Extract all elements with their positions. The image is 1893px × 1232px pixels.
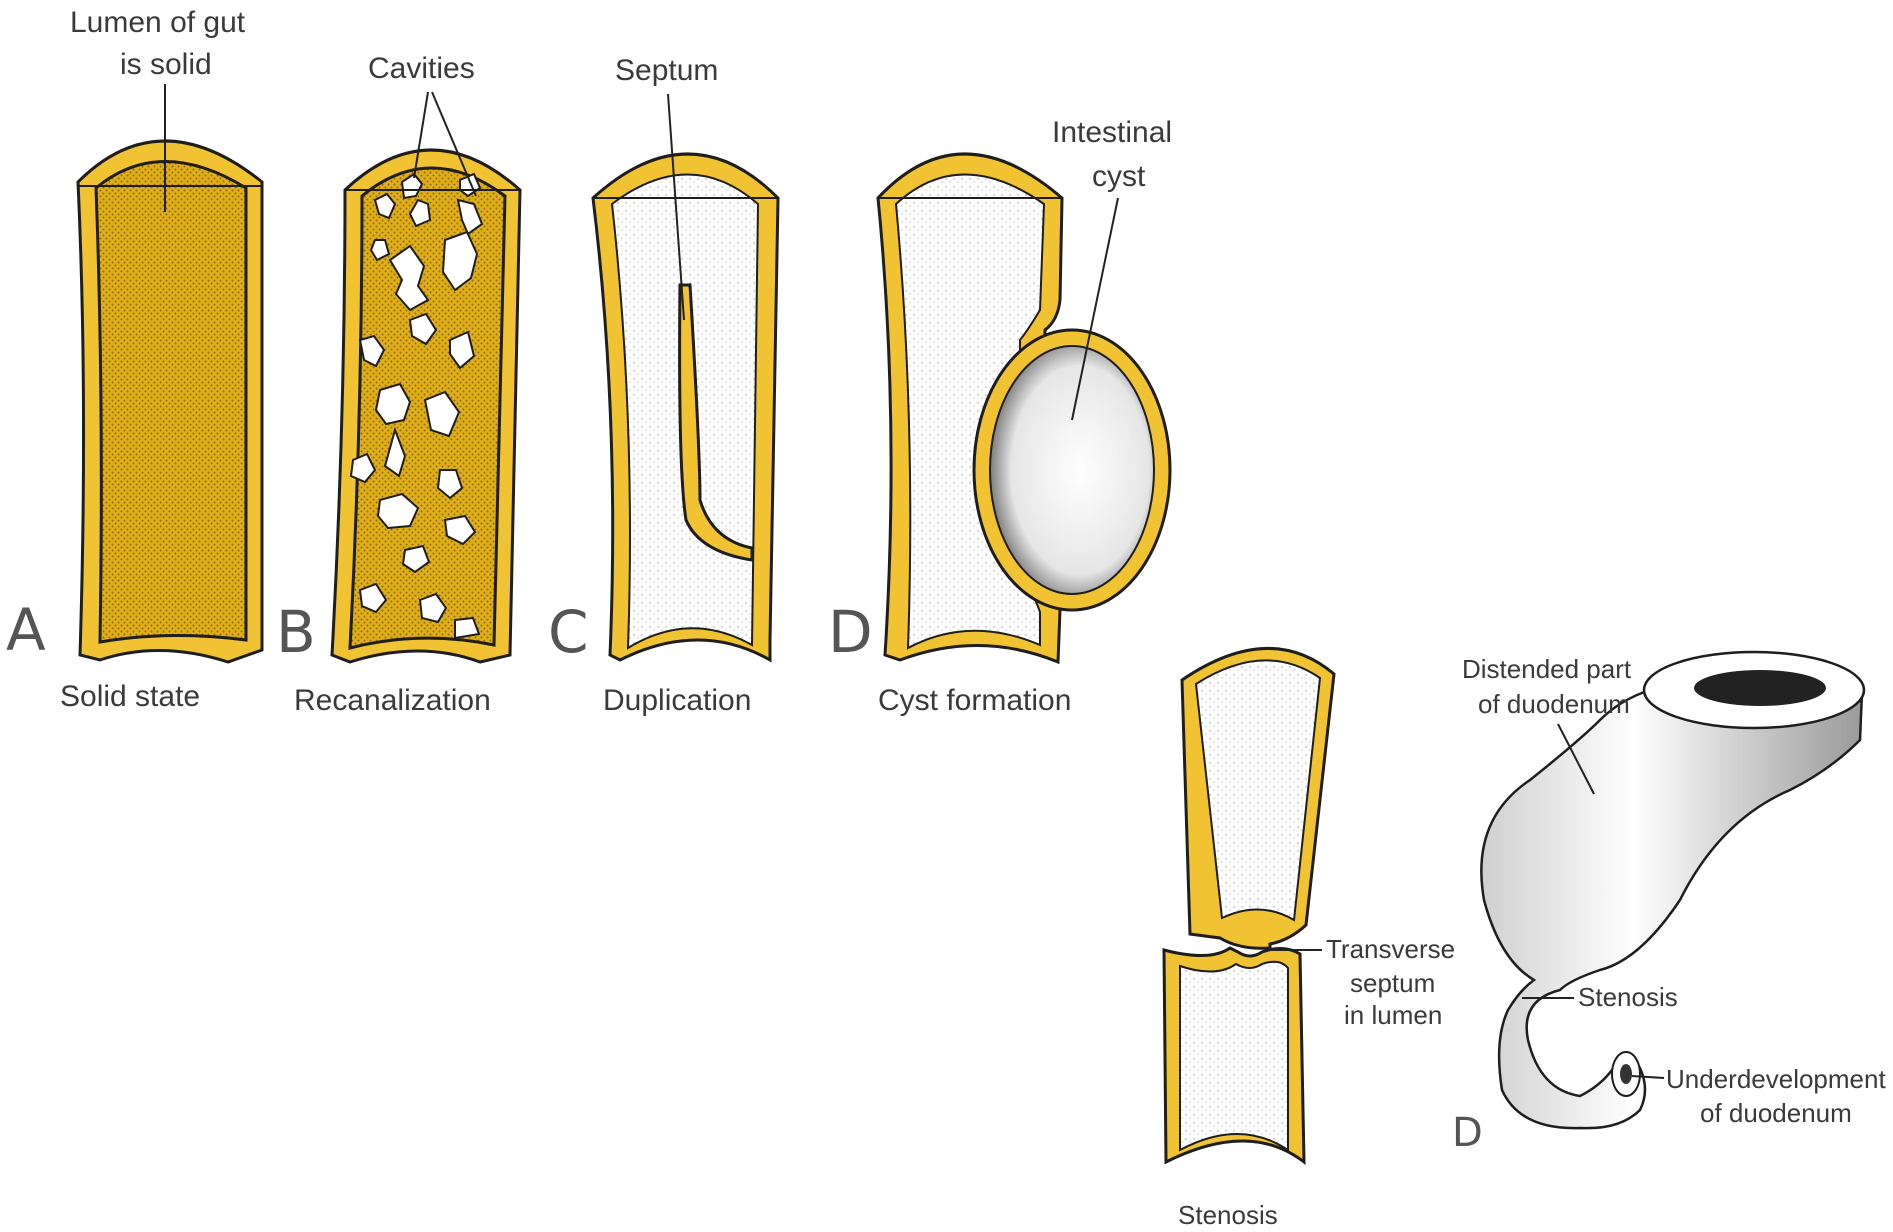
label-distended-line2: of duodenum <box>1478 689 1630 719</box>
panel-a-letter: A <box>6 596 46 664</box>
panel-b-letter: B <box>276 598 316 666</box>
label-intestinal-cyst-line1: Intestinal <box>1052 116 1172 149</box>
panel-a-solid-state <box>78 141 262 662</box>
label-underdev-line2: of duodenum <box>1700 1098 1852 1128</box>
label-intestinal-cyst-line2: cyst <box>1092 160 1146 193</box>
stenosis-caption: Stenosis <box>1178 1200 1278 1230</box>
panel-d-cyst-formation <box>878 154 1170 662</box>
panel-d2-letter: D <box>1452 1110 1483 1156</box>
panel-d-letter: D <box>828 598 873 666</box>
panel-duodenum <box>1481 652 1864 1128</box>
label-lumen-solid-line2: is solid <box>120 48 212 81</box>
label-transverse-line2: septum <box>1350 968 1435 998</box>
label-transverse-line3: in lumen <box>1344 1000 1442 1030</box>
panel-stenosis-tube <box>1164 648 1334 1162</box>
panel-d-caption: Cyst formation <box>878 684 1071 717</box>
panel-b-caption: Recanalization <box>294 684 491 717</box>
label-cavities: Cavities <box>368 52 475 85</box>
label-underdev-line1: Underdevelopment <box>1666 1064 1886 1094</box>
label-stenosis-pointer: Stenosis <box>1578 982 1678 1012</box>
panel-a-caption: Solid state <box>60 680 200 713</box>
panel-c-caption: Duplication <box>603 684 751 717</box>
label-septum: Septum <box>615 54 718 87</box>
label-lumen-solid-line1: Lumen of gut <box>70 6 246 39</box>
label-transverse-line1: Transverse <box>1326 934 1455 964</box>
label-distended-line1: Distended part <box>1462 654 1632 684</box>
panel-c-letter: C <box>548 598 589 666</box>
panel-c-duplication <box>593 154 778 660</box>
panel-b-recanalization <box>332 150 520 662</box>
